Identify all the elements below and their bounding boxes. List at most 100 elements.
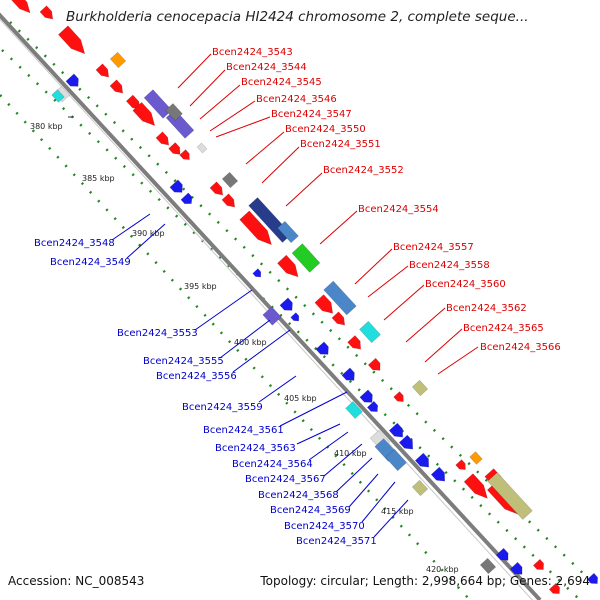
scale-label-395: 395 kbp xyxy=(184,282,217,291)
scale-tick-390: 390 kbp xyxy=(132,229,165,238)
feature-x xyxy=(323,280,357,316)
gene-label-3566[interactable]: Bcen2424_3566 xyxy=(480,342,561,353)
gene-label-3562[interactable]: Bcen2424_3562 xyxy=(446,303,527,314)
feature-h xyxy=(155,131,170,146)
feature-am xyxy=(279,297,293,311)
feature-ax xyxy=(398,434,414,450)
gene-label-3567[interactable]: Bcen2424_3567 xyxy=(245,474,326,485)
gene-label-3550[interactable]: Bcen2424_3550 xyxy=(285,124,366,135)
feature-bl xyxy=(548,582,560,594)
gene-features xyxy=(9,0,598,594)
gene-label-3545[interactable]: Bcen2424_3545 xyxy=(241,77,322,88)
feature-ar xyxy=(366,400,378,412)
gene-label-3552[interactable]: Bcen2424_3552 xyxy=(323,165,404,176)
feature-ay xyxy=(414,452,430,468)
feature-bi xyxy=(495,547,509,561)
scale-label-400: 400 kbp xyxy=(234,338,267,347)
feature-ba xyxy=(411,479,429,497)
feature-v xyxy=(291,243,321,273)
feature-as xyxy=(345,401,363,419)
gene-label-3548[interactable]: Bcen2424_3548 xyxy=(34,238,115,249)
chromosome-backbone-inner xyxy=(0,18,534,600)
gene-label-3549[interactable]: Bcen2424_3549 xyxy=(50,257,131,268)
gene-label-3544[interactable]: Bcen2424_3544 xyxy=(226,62,307,73)
feature-av xyxy=(385,448,407,472)
feature-bk xyxy=(532,558,544,570)
feature-al xyxy=(262,306,282,326)
scale-label-405: 405 kbp xyxy=(284,394,317,403)
gene-label-3556[interactable]: Bcen2424_3556 xyxy=(156,371,237,382)
feature-az xyxy=(430,466,446,482)
gene-label-3570[interactable]: Bcen2424_3570 xyxy=(284,521,365,532)
feature-k xyxy=(109,51,127,69)
scale-tick-380: 380 kbp xyxy=(30,116,74,131)
feature-bj xyxy=(509,561,523,575)
gene-label-3554[interactable]: Bcen2424_3554 xyxy=(358,204,439,215)
feature-i xyxy=(168,142,181,155)
gene-label-3564[interactable]: Bcen2424_3564 xyxy=(232,459,313,470)
feature-q xyxy=(209,181,224,196)
gene-label-3568[interactable]: Bcen2424_3568 xyxy=(258,490,339,501)
feature-e xyxy=(109,79,124,94)
feature-y xyxy=(314,294,334,314)
topology-summary: Topology: circular; Length: 2,998,664 bp… xyxy=(260,574,590,588)
scale-tick-385: 385 kbp xyxy=(82,174,115,183)
feature-bh xyxy=(479,557,497,575)
feature-aq xyxy=(359,389,373,403)
feature-aa xyxy=(359,320,381,344)
gene-label-3558[interactable]: Bcen2424_3558 xyxy=(409,260,490,271)
chromosome-backbone xyxy=(0,12,542,600)
feature-l xyxy=(143,89,173,119)
accession-text: Accession: NC_008543 xyxy=(8,574,145,588)
gene-label-3559[interactable]: Bcen2424_3559 xyxy=(182,402,263,413)
forward-gene-labels: Bcen2424_3543 Bcen2424_3544 Bcen2424_354… xyxy=(177,47,561,375)
feature-bc xyxy=(455,459,466,471)
gene-label-3561[interactable]: Bcen2424_3561 xyxy=(203,425,284,436)
feature-w xyxy=(277,254,299,278)
gene-label-3546[interactable]: Bcen2424_3546 xyxy=(256,94,337,105)
scale-label-380: 380 kbp xyxy=(30,122,63,131)
feature-n xyxy=(165,103,183,121)
feature-bd xyxy=(463,473,488,499)
gene-label-3565[interactable]: Bcen2424_3565 xyxy=(463,323,544,334)
feature-s xyxy=(239,210,272,246)
gene-label-3569[interactable]: Bcen2424_3569 xyxy=(270,505,351,516)
gene-label-3547[interactable]: Bcen2424_3547 xyxy=(271,109,352,120)
scale-tick-405: 405 kbp xyxy=(284,394,317,403)
gene-label-3563[interactable]: Bcen2424_3563 xyxy=(215,443,296,454)
gene-label-3571[interactable]: Bcen2424_3571 xyxy=(296,536,377,547)
feature-aw xyxy=(388,422,404,438)
scale-tick-395: 395 kbp xyxy=(184,282,217,291)
gc-track-inner xyxy=(1,49,581,600)
feature-g xyxy=(132,101,156,127)
feature-z xyxy=(331,311,346,326)
gene-label-3543[interactable]: Bcen2424_3543 xyxy=(212,47,293,58)
feature-aj xyxy=(180,192,193,205)
feature-bg xyxy=(487,472,533,520)
feature-an xyxy=(290,312,300,322)
feature-a xyxy=(9,0,31,14)
gene-label-3560[interactable]: Bcen2424_3560 xyxy=(425,279,506,290)
feature-p xyxy=(221,171,239,189)
feature-d xyxy=(95,63,110,78)
gene-label-3553[interactable]: Bcen2424_3553 xyxy=(117,328,198,339)
feature-u xyxy=(277,220,299,244)
scale-label-385: 385 kbp xyxy=(82,174,115,183)
scale-label-420: 420 kbp xyxy=(426,565,459,574)
feature-ac xyxy=(367,357,381,371)
feature-bm xyxy=(586,572,598,584)
gene-label-3551[interactable]: Bcen2424_3551 xyxy=(300,139,381,150)
feature-r xyxy=(221,193,236,208)
feature-ao xyxy=(315,341,329,355)
reverse-gene-labels: Bcen2424_3548 Bcen2424_3549 Bcen2424_355… xyxy=(34,213,409,547)
feature-ap xyxy=(341,367,355,381)
scale-label-390: 390 kbp xyxy=(132,229,165,238)
sequence-title: Burkholderia cenocepacia HI2424 chromoso… xyxy=(66,9,529,25)
gene-label-3555[interactable]: Bcen2424_3555 xyxy=(143,356,224,367)
gene-label-3557[interactable]: Bcen2424_3557 xyxy=(393,242,474,253)
feature-ah xyxy=(65,73,79,87)
scale-tick-420: 420 kbp xyxy=(426,565,459,574)
feature-bb xyxy=(469,451,483,465)
scale-tick-400: 400 kbp xyxy=(234,338,267,347)
